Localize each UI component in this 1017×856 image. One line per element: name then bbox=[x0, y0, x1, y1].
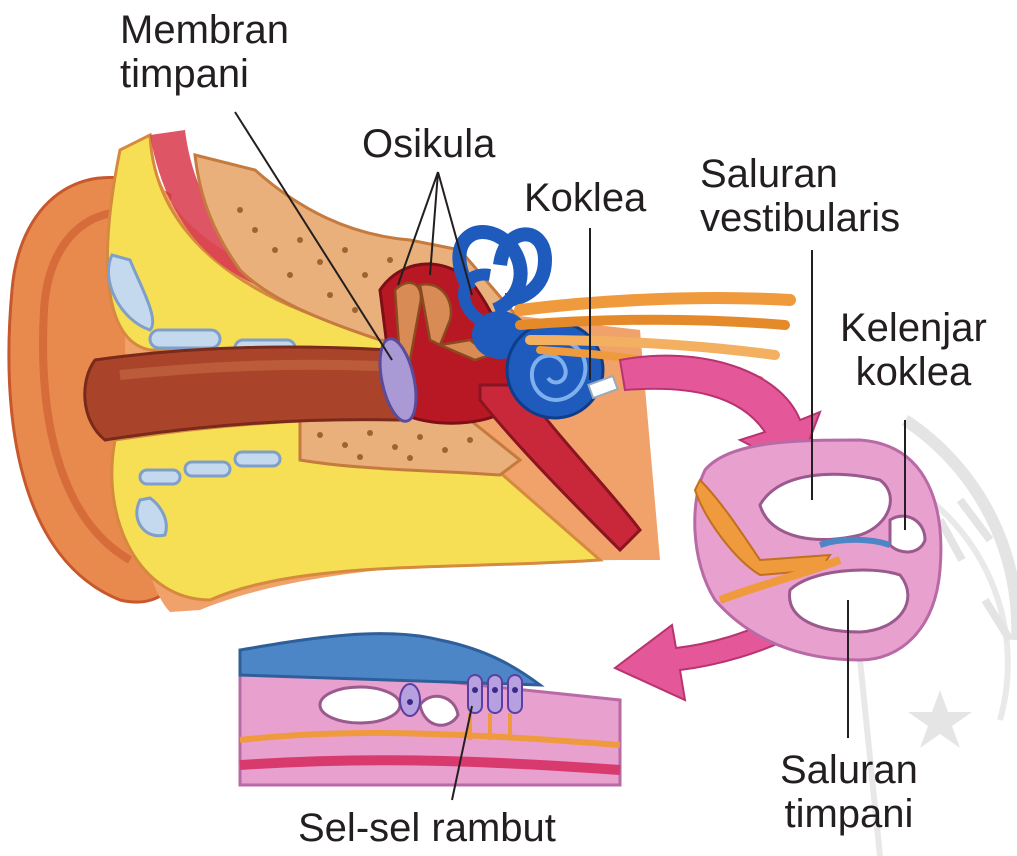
label-sel-sel-rambut-text: Sel-sel rambut bbox=[298, 806, 556, 850]
label-saluran-vestibularis: Saluran vestibularis bbox=[700, 152, 900, 240]
label-sel-sel-rambut: Sel-sel rambut bbox=[298, 806, 556, 850]
organ-of-corti bbox=[240, 634, 620, 785]
label-osikula-text: Osikula bbox=[362, 122, 495, 166]
label-koklea-text: Koklea bbox=[524, 176, 646, 220]
label-saluran-vestibularis-line1: Saluran bbox=[700, 152, 900, 196]
label-membran-timpani: Membran timpani bbox=[120, 8, 289, 96]
label-saluran-timpani-line1: Saluran bbox=[780, 748, 918, 792]
label-saluran-timpani-line2: timpani bbox=[780, 792, 918, 836]
label-kelenjar-koklea: Kelenjar koklea bbox=[840, 306, 987, 394]
label-membran-timpani-line2: timpani bbox=[120, 52, 289, 96]
label-osikula: Osikula bbox=[362, 122, 495, 166]
label-saluran-timpani: Saluran timpani bbox=[780, 748, 918, 836]
label-kelenjar-koklea-line1: Kelenjar bbox=[840, 306, 987, 350]
label-koklea: Koklea bbox=[524, 176, 646, 220]
label-kelenjar-koklea-line2: koklea bbox=[840, 350, 987, 394]
label-membran-timpani-line1: Membran bbox=[120, 8, 289, 52]
label-saluran-vestibularis-line2: vestibularis bbox=[700, 196, 900, 240]
cochlea-cross-section bbox=[695, 440, 941, 660]
